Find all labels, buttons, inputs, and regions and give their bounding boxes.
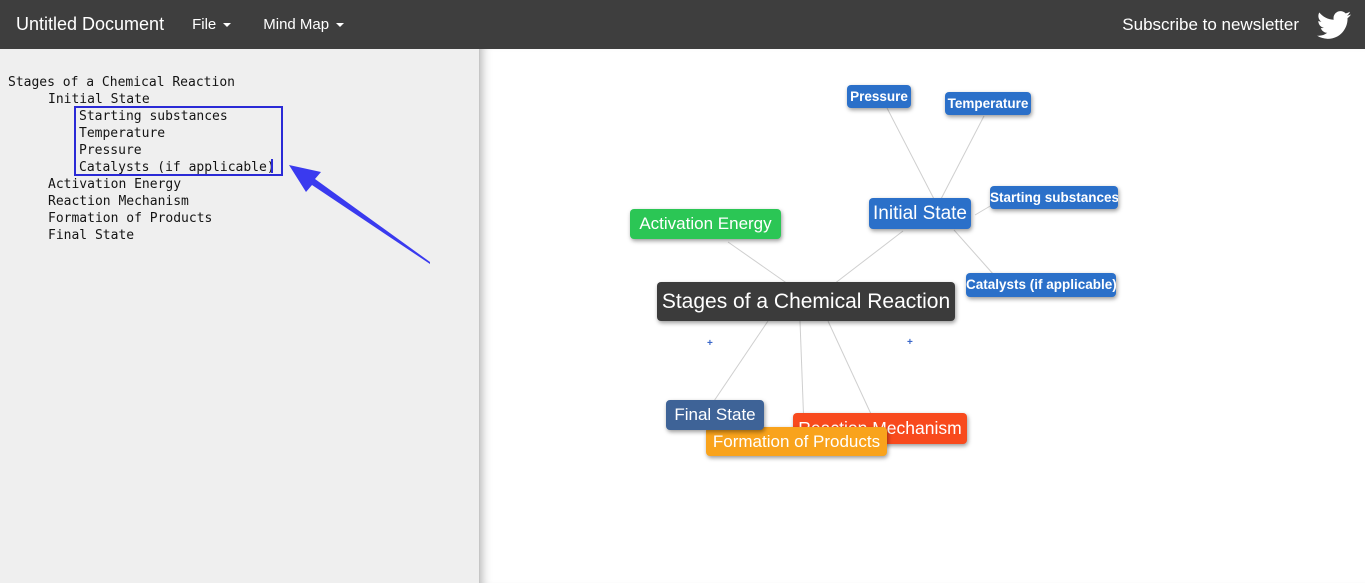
- edge: [727, 241, 789, 285]
- edge: [827, 320, 872, 415]
- document-title[interactable]: Untitled Document: [16, 14, 165, 34]
- chevron-down-icon: [336, 22, 345, 27]
- top-bar: Untitled Document File Mind Map Subscrib…: [0, 0, 1365, 49]
- mindmap-menu[interactable]: Mind Map: [263, 16, 345, 33]
- edge: [799, 320, 805, 429]
- map-node-final-state[interactable]: Final State: [666, 400, 764, 430]
- outline-line[interactable]: Starting substances: [79, 109, 228, 124]
- map-node-catalysts[interactable]: Catalysts (if applicable): [966, 273, 1116, 297]
- file-menu[interactable]: File: [192, 16, 232, 33]
- map-node-starting-substances[interactable]: Starting substances: [990, 186, 1118, 209]
- plus-mark-icon: +: [707, 338, 713, 349]
- outline-line[interactable]: Initial State: [48, 92, 150, 107]
- map-node-formation-of-products[interactable]: Formation of Products: [706, 427, 887, 456]
- edge: [953, 229, 995, 276]
- outline-line[interactable]: Final State: [48, 228, 135, 243]
- file-menu-label: File: [192, 16, 217, 33]
- twitter-icon[interactable]: [1317, 8, 1351, 42]
- edge: [940, 115, 985, 200]
- subscribe-newsletter-link[interactable]: Subscribe to newsletter: [1122, 14, 1299, 34]
- outline-line[interactable]: Pressure: [79, 143, 142, 158]
- edge: [713, 320, 769, 402]
- mindmap-menu-label: Mind Map: [263, 16, 330, 33]
- outline-line[interactable]: Catalysts (if applicable): [79, 160, 275, 175]
- chevron-down-icon: [223, 22, 232, 27]
- map-node-central-topic[interactable]: Stages of a Chemical Reaction: [657, 282, 955, 321]
- edge-lines: [713, 107, 998, 429]
- text-cursor: [271, 159, 273, 173]
- map-node-initial-state[interactable]: Initial State: [869, 198, 971, 229]
- outline-line[interactable]: Activation Energy: [48, 177, 182, 192]
- plus-mark-icon: +: [907, 337, 913, 348]
- edge: [886, 107, 935, 200]
- outline-line[interactable]: Stages of a Chemical Reaction: [8, 75, 235, 90]
- map-node-temperature[interactable]: Temperature: [945, 92, 1031, 115]
- map-node-activation-energy[interactable]: Activation Energy: [630, 209, 781, 239]
- edge: [833, 230, 904, 285]
- outline-line[interactable]: Temperature: [79, 126, 166, 141]
- outline-line[interactable]: Formation of Products: [48, 211, 213, 226]
- outline-line[interactable]: Reaction Mechanism: [48, 194, 189, 209]
- map-node-pressure[interactable]: Pressure: [847, 85, 911, 108]
- mindmap-canvas[interactable]: Stages of a Chemical Reaction Initial St…: [479, 49, 1365, 583]
